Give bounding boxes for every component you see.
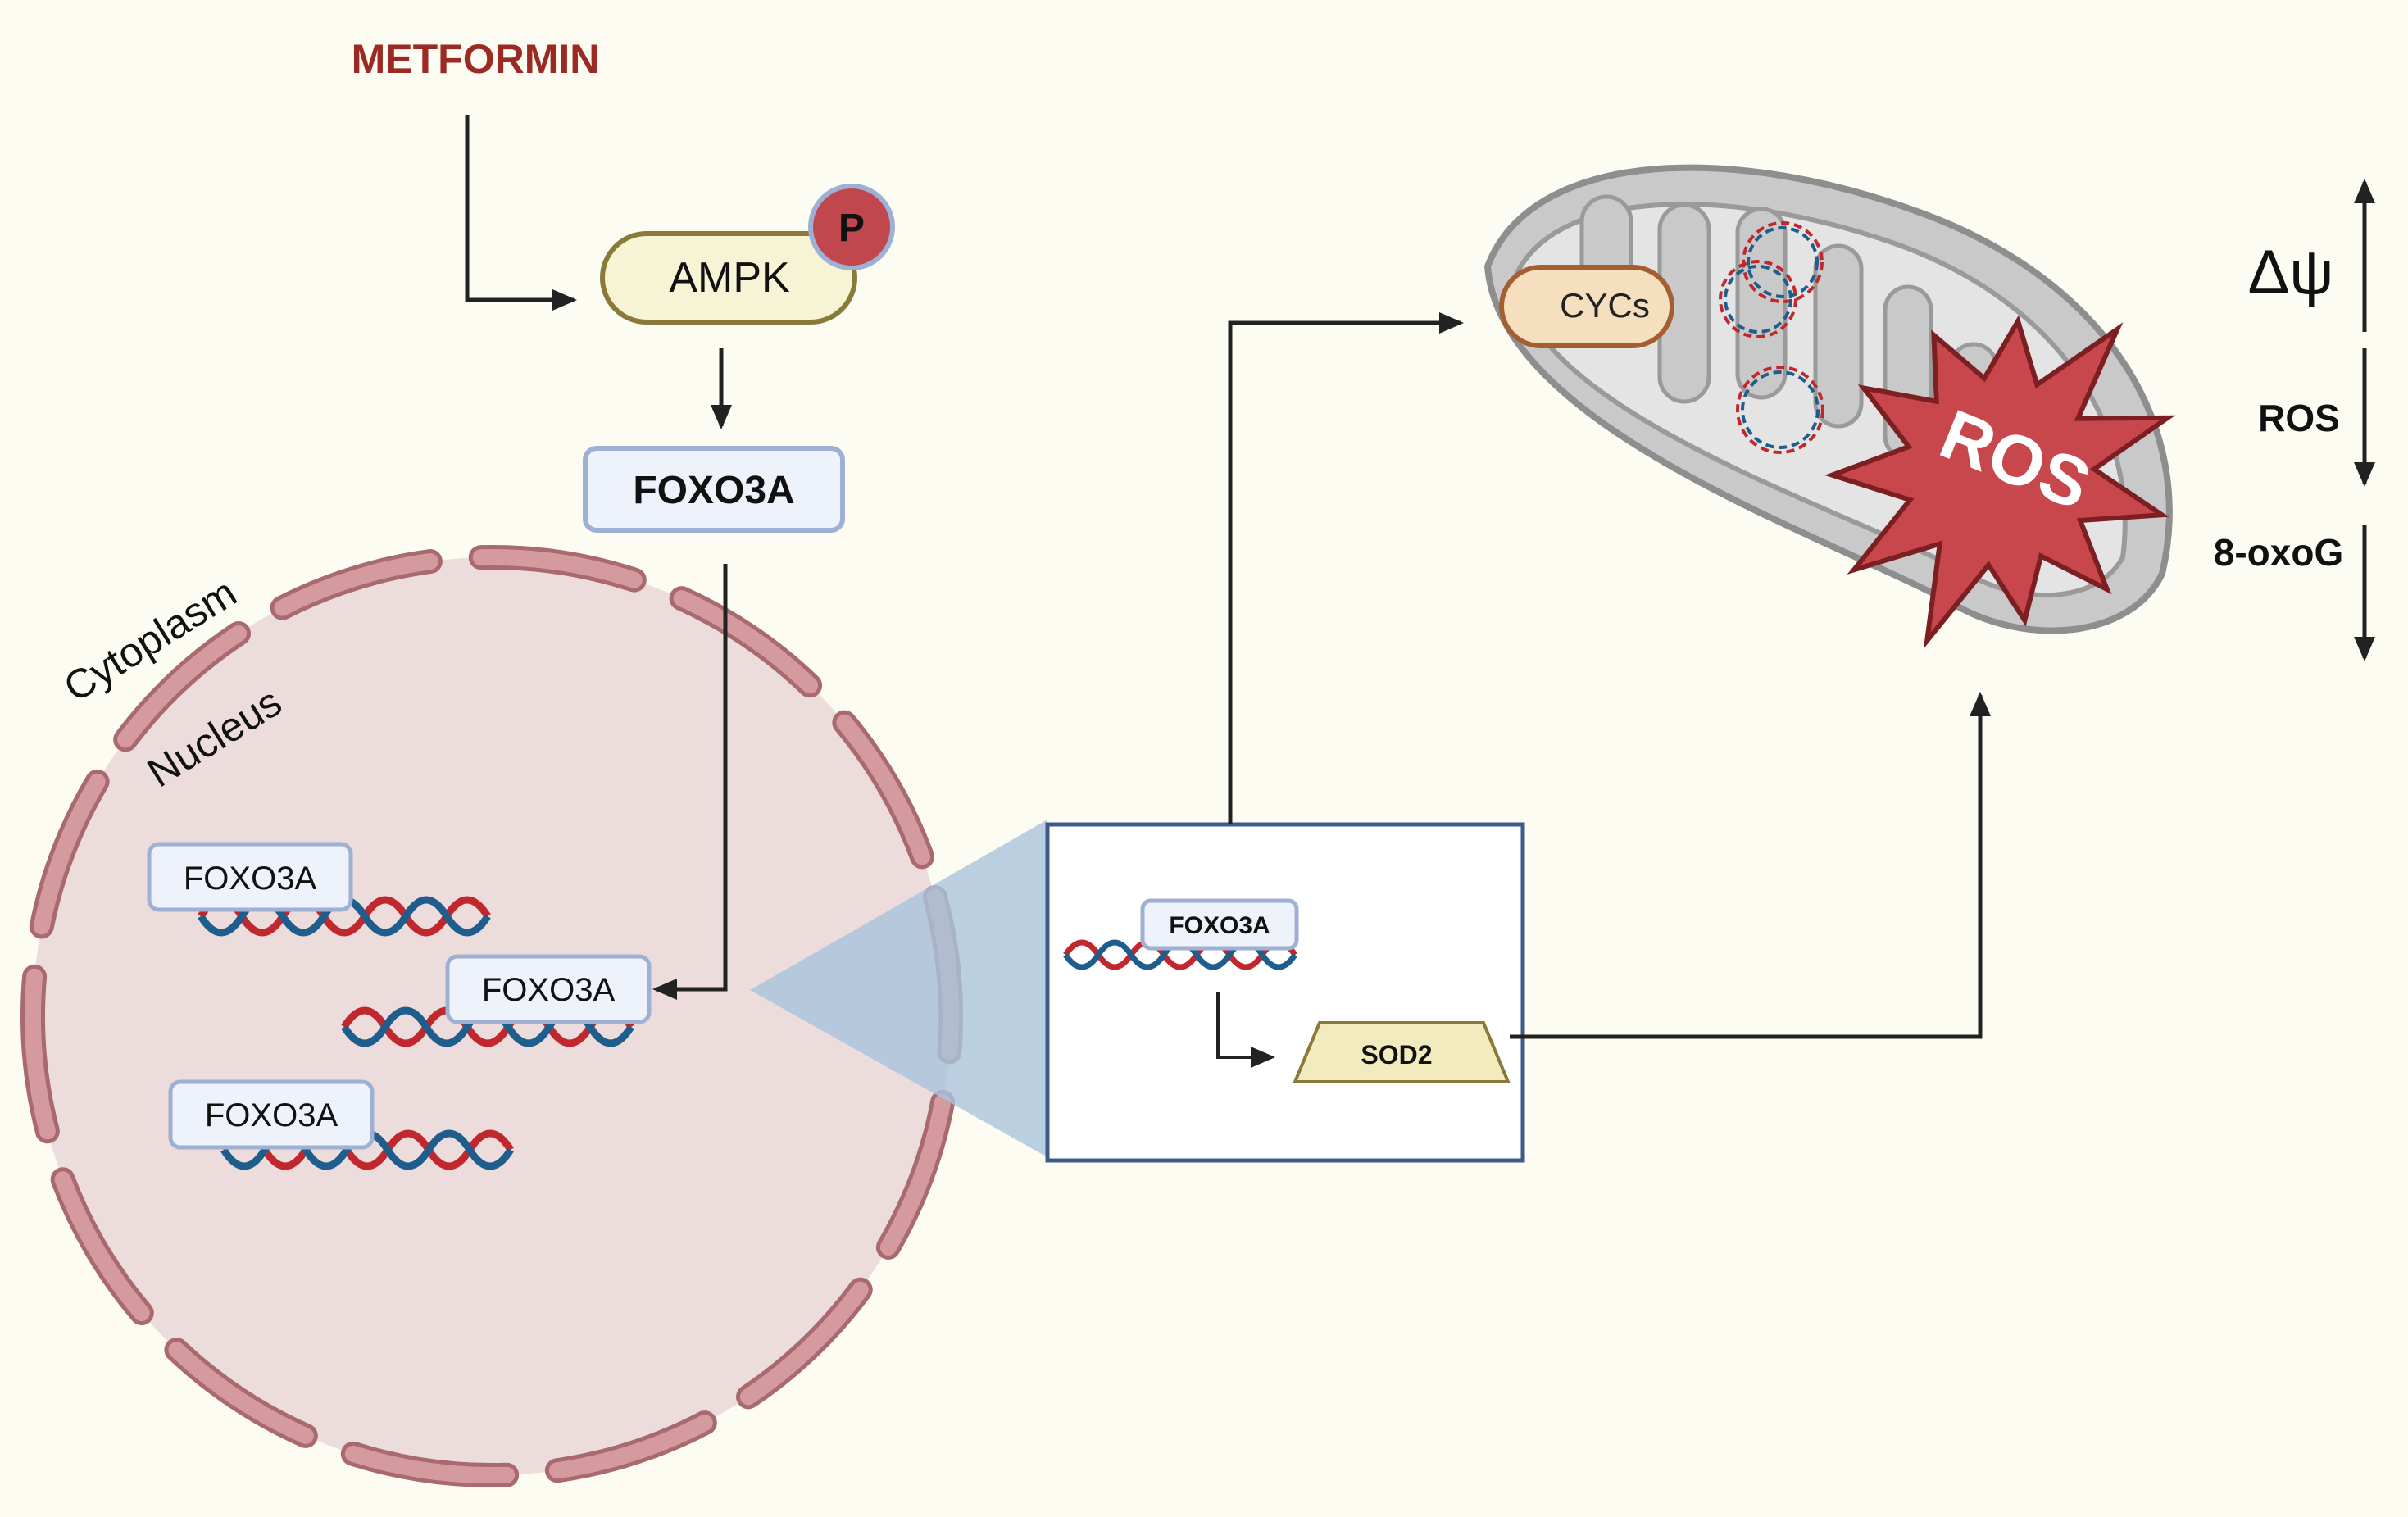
ros-burst-star bbox=[1824, 315, 2176, 649]
inset-panel: FOXO3A SOD2 bbox=[1045, 822, 1525, 1163]
inset-foxo3a-label: FOXO3A bbox=[1169, 912, 1270, 939]
ros-level-label: ROS bbox=[2258, 397, 2340, 439]
ros-burst: ROS bbox=[1824, 315, 2176, 649]
ampk-pill bbox=[600, 231, 857, 325]
phosphate-label: P bbox=[838, 207, 865, 250]
metformin-to-ampk-arrow bbox=[465, 115, 577, 311]
foxo3a-nuclear-translocation-arrow bbox=[652, 564, 728, 1000]
inset-frame bbox=[1045, 822, 1525, 1163]
sod2-label: SOD2 bbox=[1361, 1040, 1432, 1070]
oxog-label: 8-oxoG bbox=[2214, 531, 2343, 574]
mitochondrial-dna bbox=[1719, 221, 1824, 454]
sod2-transcription-arrow bbox=[1216, 992, 1275, 1068]
cycs-label: CYCs bbox=[1560, 286, 1650, 325]
metformin-label: METFORMIN bbox=[352, 36, 600, 82]
cycs-pill bbox=[1499, 265, 1674, 348]
nuclear-foxo3a-box: FOXO3A bbox=[445, 954, 652, 1024]
foxo3a-node: FOXO3A bbox=[583, 446, 845, 533]
phosphate-badge bbox=[808, 184, 895, 270]
nuclear-foxo3a-label: FOXO3A bbox=[205, 1097, 338, 1133]
membrane-potential-label: Δψ bbox=[2248, 238, 2334, 307]
indicator-panel: Δψ ROS 8-oxoG bbox=[2214, 179, 2375, 661]
foxo3a-label: FOXO3A bbox=[633, 469, 794, 512]
ampk-label: AMPK bbox=[669, 254, 790, 302]
inset-foxo3a-box bbox=[1140, 898, 1299, 951]
nuclear-foxo3a-box: FOXO3A bbox=[147, 842, 353, 912]
sod2-to-mitochondrion-arrow bbox=[1510, 692, 1991, 1039]
nuclear-foxo3a-label: FOXO3A bbox=[482, 972, 616, 1008]
sod2-shape bbox=[1293, 1021, 1511, 1083]
ampk-node: AMPK P bbox=[600, 184, 895, 325]
zoom-wedge bbox=[750, 820, 1047, 1157]
foxo3a-box bbox=[583, 446, 845, 533]
foxo3a-to-mitochondrion-arrow bbox=[1228, 312, 1464, 824]
nuclear-foxo3a-box: FOXO3A bbox=[168, 1079, 375, 1150]
nuclear-foxo3a-label: FOXO3A bbox=[184, 861, 317, 897]
